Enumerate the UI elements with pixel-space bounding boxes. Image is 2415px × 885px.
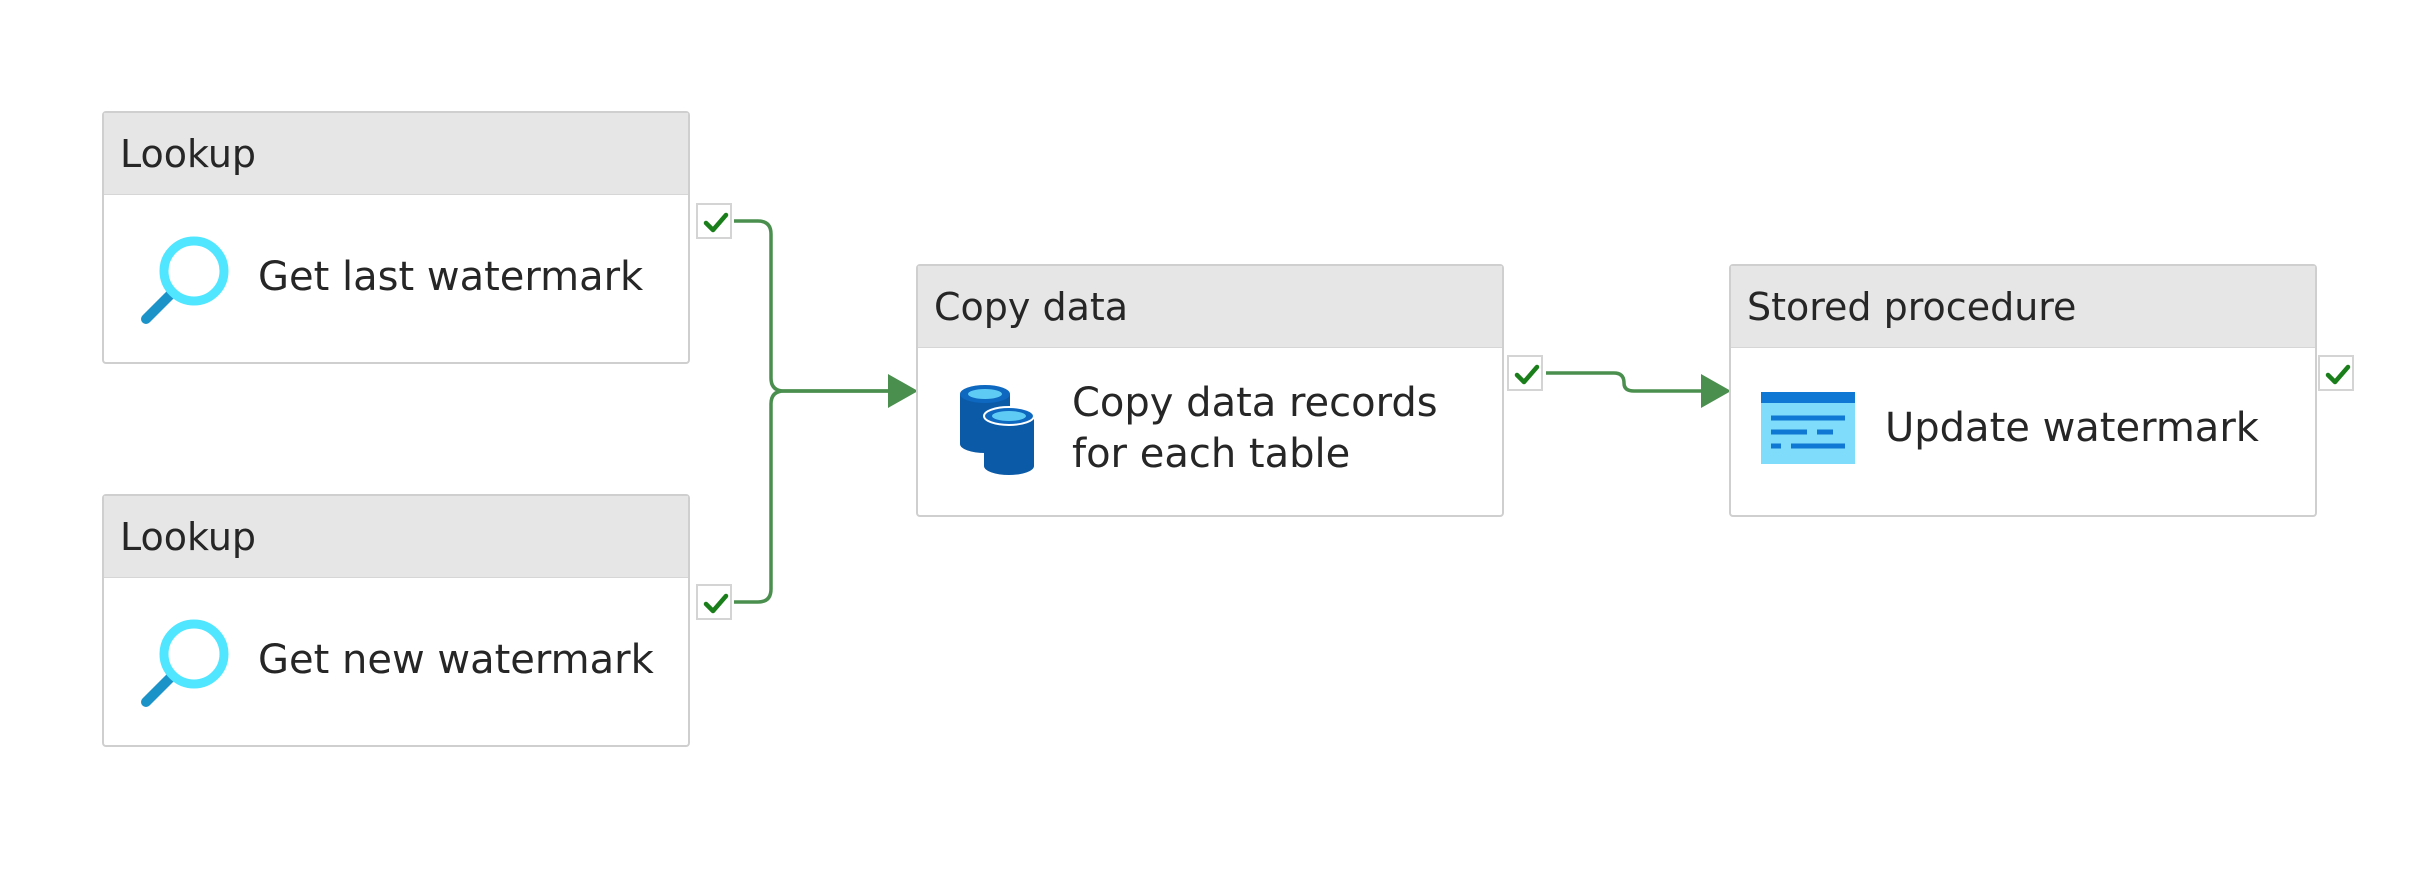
stored-procedure-icon — [1761, 392, 1855, 468]
connector-arrowhead-sproc — [1701, 374, 1731, 408]
database-cylinders-icon — [958, 384, 1038, 482]
activity-name: Get last watermark — [258, 254, 644, 300]
checkmark-icon — [703, 593, 729, 614]
activity-get-last-watermark[interactable]: Lookup Get last watermark — [102, 111, 690, 364]
activity-type-label: Stored procedure — [1731, 266, 2315, 348]
checkmark-icon — [1514, 364, 1540, 385]
connector-lookup-2-to-copy — [734, 389, 895, 604]
activity-type-label: Lookup — [104, 496, 688, 578]
activity-name: Update watermark — [1885, 405, 2259, 451]
connector-copy-to-sproc — [1546, 371, 1708, 393]
success-output-port[interactable] — [1507, 355, 1543, 391]
activity-name: Get new watermark — [258, 637, 654, 683]
success-output-port[interactable] — [2318, 355, 2354, 391]
connector-arrowhead-copy — [888, 374, 918, 408]
activity-type-label: Lookup — [104, 113, 688, 195]
activity-type-label: Copy data — [918, 266, 1502, 348]
magnifier-icon — [138, 231, 234, 331]
magnifier-icon — [138, 614, 234, 714]
activity-get-new-watermark[interactable]: Lookup Get new watermark — [102, 494, 690, 747]
connector-lookup-1-to-copy — [734, 219, 895, 393]
checkmark-icon — [2325, 364, 2351, 385]
activity-update-watermark[interactable]: Stored procedure Update watermark — [1729, 264, 2317, 517]
activity-name: Copy data records for each table — [1072, 380, 1438, 477]
success-output-port[interactable] — [696, 203, 732, 239]
activity-copy-data-records[interactable]: Copy data Copy data records for each tab… — [916, 264, 1504, 517]
checkmark-icon — [703, 212, 729, 233]
success-output-port[interactable] — [696, 584, 732, 620]
